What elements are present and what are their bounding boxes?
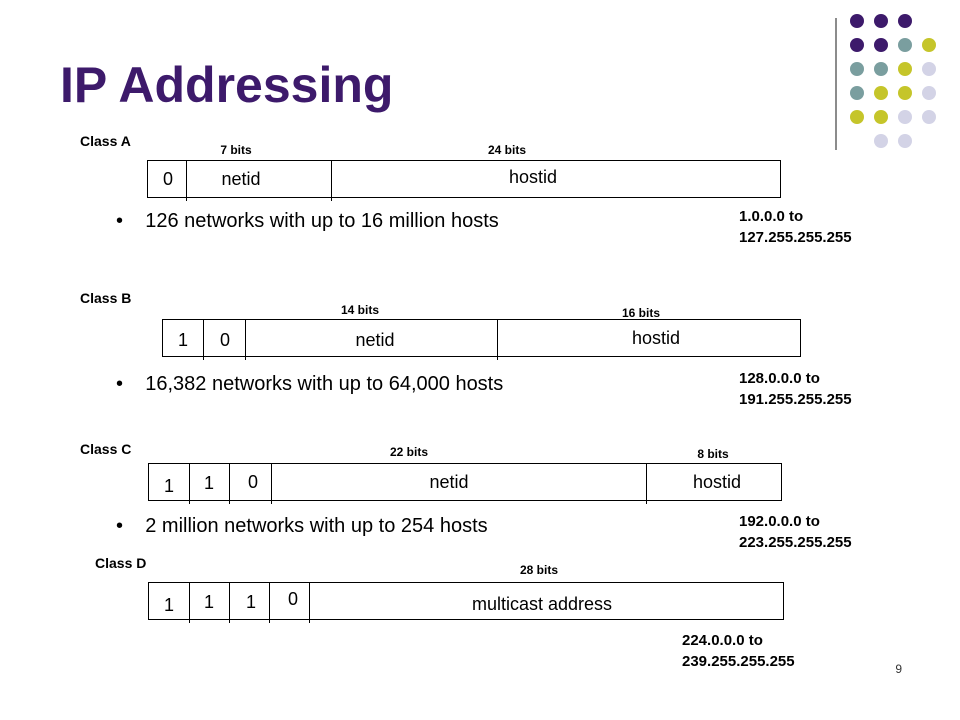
class-b-description-text: 16,382 networks with up to 64,000 hosts — [145, 373, 504, 395]
decorative-dot — [898, 134, 912, 148]
class-d-prefix-bit-1: 1 — [163, 595, 175, 615]
class-d-divider-2 — [229, 583, 230, 623]
decorative-dot — [922, 110, 936, 124]
class-b-netid-field: netid — [355, 330, 395, 350]
decorative-dot — [874, 14, 888, 28]
class-c-description-text: 2 million networks with up to 254 hosts — [145, 515, 488, 537]
class-c-divider-netid — [646, 464, 647, 504]
decorative-dot — [874, 62, 888, 76]
decorative-dot — [922, 62, 936, 76]
class-c-netid-bits: 22 bits — [389, 445, 429, 459]
class-d-prefix-bit-3: 1 — [245, 592, 257, 612]
decorative-dot-grid — [0, 0, 960, 160]
class-c-divider-2 — [229, 464, 230, 504]
class-a-hostid-field: hostid — [508, 167, 558, 187]
class-a-prefix-bit-1: 0 — [162, 169, 174, 189]
class-b-description: • 16,382 networks with up to 64,000 host… — [116, 373, 504, 395]
class-b-label: Class B — [80, 290, 132, 306]
slide-title: IP Addressing — [60, 57, 394, 113]
decorative-dot — [850, 38, 864, 52]
class-d-label: Class D — [95, 555, 147, 571]
class-c-netid-field: netid — [429, 472, 469, 492]
class-c-prefix-bit-3: 0 — [247, 472, 259, 492]
decorative-dot — [874, 134, 888, 148]
class-a-range: 1.0.0.0 to 127.255.255.255 — [739, 206, 852, 248]
class-b-range: 128.0.0.0 to 191.255.255.255 — [739, 368, 852, 410]
decorative-dot — [850, 86, 864, 100]
decorative-dot — [922, 38, 936, 52]
class-d-address-bits: 28 bits — [519, 563, 559, 577]
class-a-divider-netid — [331, 161, 332, 201]
class-a-range-start: 1.0.0.0 to — [739, 208, 804, 225]
class-c-hostid-bits: 8 bits — [697, 447, 729, 461]
class-d-divider-3 — [269, 583, 270, 623]
decorative-dot — [898, 110, 912, 124]
class-c-label: Class C — [80, 441, 132, 457]
class-c-range-end: 223.255.255.255 — [739, 534, 852, 551]
class-b-range-start: 128.0.0.0 to — [739, 370, 820, 387]
class-a-netid-field: netid — [221, 169, 261, 189]
class-d-range: 224.0.0.0 to 239.255.255.255 — [682, 630, 795, 672]
class-b-divider-2 — [245, 320, 246, 360]
class-c-range: 192.0.0.0 to 223.255.255.255 — [739, 511, 852, 553]
class-b-hostid-field: hostid — [631, 328, 681, 348]
class-b-divider-netid — [497, 320, 498, 360]
class-b-divider-1 — [203, 320, 204, 360]
class-a-range-end: 127.255.255.255 — [739, 229, 852, 246]
decorative-dot — [850, 110, 864, 124]
decorative-dot — [898, 14, 912, 28]
class-c-description: • 2 million networks with up to 254 host… — [116, 515, 488, 537]
class-c-divider-3 — [271, 464, 272, 504]
class-b-netid-bits: 14 bits — [340, 303, 380, 317]
class-a-label: Class A — [80, 133, 131, 149]
class-c-hostid-field: hostid — [692, 472, 742, 492]
class-c-range-start: 192.0.0.0 to — [739, 513, 820, 530]
class-b-prefix-bit-2: 0 — [219, 330, 231, 350]
decorative-dot — [898, 62, 912, 76]
class-b-range-end: 191.255.255.255 — [739, 391, 852, 408]
decorative-divider-line — [835, 18, 837, 150]
class-b-address-format: 1 0 netid hostid — [162, 319, 801, 360]
class-d-range-start: 224.0.0.0 to — [682, 632, 763, 649]
class-d-multicast-field: multicast address — [471, 594, 613, 614]
class-a-address-format: 0 netid hostid — [147, 160, 781, 201]
class-a-description: • 126 networks with up to 16 million hos… — [116, 210, 499, 232]
class-c-prefix-bit-2: 1 — [203, 473, 215, 493]
decorative-dot — [874, 86, 888, 100]
decorative-dot — [898, 38, 912, 52]
class-d-range-end: 239.255.255.255 — [682, 653, 795, 670]
class-a-hostid-bits: 24 bits — [487, 143, 527, 157]
decorative-dot — [922, 86, 936, 100]
decorative-dot — [850, 14, 864, 28]
decorative-dot — [850, 62, 864, 76]
class-a-divider-prefix — [186, 161, 187, 201]
class-d-divider-4 — [309, 583, 310, 623]
class-b-prefix-bit-1: 1 — [177, 330, 189, 350]
page-number: 9 — [895, 662, 902, 676]
class-a-description-text: 126 networks with up to 16 million hosts — [145, 210, 499, 232]
decorative-dot — [874, 110, 888, 124]
class-d-address-format: 1 1 1 0 multicast address — [148, 582, 784, 623]
class-c-divider-1 — [189, 464, 190, 504]
class-d-divider-1 — [189, 583, 190, 623]
class-b-hostid-bits: 16 bits — [621, 306, 661, 320]
decorative-dot — [898, 86, 912, 100]
class-d-prefix-bit-4: 0 — [287, 589, 299, 609]
class-c-prefix-bit-1: 1 — [163, 476, 175, 496]
class-c-address-format: 1 1 0 netid hostid — [148, 463, 782, 504]
class-a-netid-bits: 7 bits — [220, 143, 252, 157]
decorative-dot — [874, 38, 888, 52]
class-d-prefix-bit-2: 1 — [203, 592, 215, 612]
